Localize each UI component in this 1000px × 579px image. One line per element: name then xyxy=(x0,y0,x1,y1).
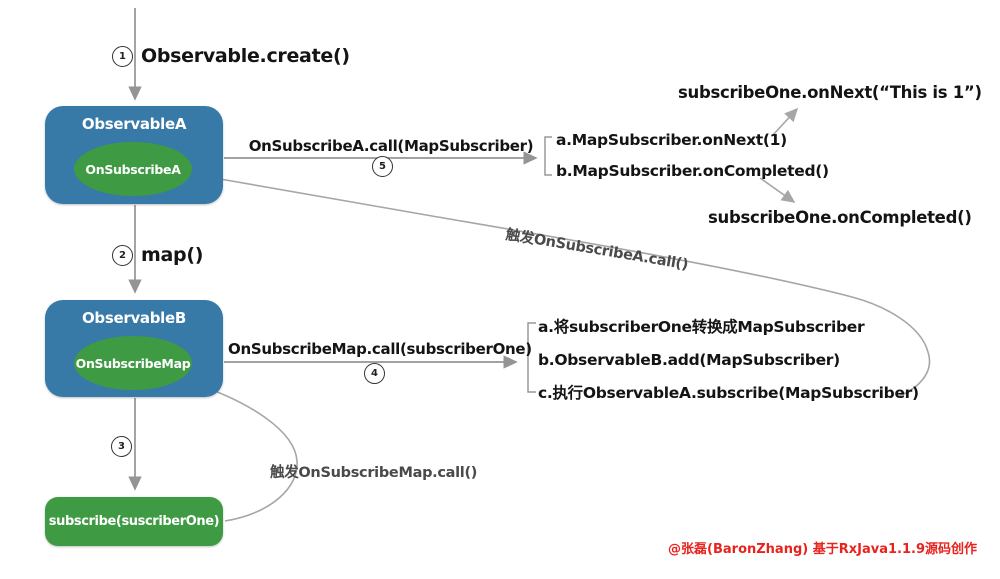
bracket-groupA xyxy=(544,136,552,176)
step-2-label: map() xyxy=(141,244,204,266)
onsubscribemap-ellipse: OnSubscribeMap xyxy=(74,336,192,390)
subscribe-label: subscribe(suscriberOne) xyxy=(48,514,220,529)
onsubscribemap-label: OnSubscribeMap xyxy=(75,355,191,371)
node-observableA: ObservableA OnSubscribeA xyxy=(45,106,223,204)
callout-mapsubscriber-oncompleted: b.MapSubscriber.onCompleted() xyxy=(556,162,829,180)
step-5-badge: 5 xyxy=(372,156,393,177)
credit-text: @张磊(BaronZhang) 基于RxJava1.1.9源码创作 xyxy=(668,542,977,557)
step-1-badge: 1 xyxy=(112,46,133,67)
step-4-label: OnSubscribeMap.call(subscriberOne) xyxy=(228,340,532,358)
arrow-oncompleted-result xyxy=(759,177,796,203)
onsubscribeA-ellipse: OnSubscribeA xyxy=(74,142,192,196)
callout-convert-subscriber: a.将subscriberOne转换成MapSubscriber xyxy=(538,318,865,336)
callout-mapsubscriber-onnext: a.MapSubscriber.onNext(1) xyxy=(556,131,787,149)
node-subscribe: subscribe(suscriberOne) xyxy=(45,497,223,546)
bracket-groupB xyxy=(527,322,536,393)
curve-trigger-onsubscribeA xyxy=(201,171,931,398)
step-5-label: OnSubscribeA.call(MapSubscriber) xyxy=(248,137,534,155)
annotation-trigger-onsubscribemap: 触发OnSubscribeMap.call() xyxy=(270,465,478,481)
onsubscribeA-label: OnSubscribeA xyxy=(85,161,181,177)
step-2-badge: 2 xyxy=(112,245,133,266)
callout-subscribeone-onnext: subscribeOne.onNext(“This is 1”) xyxy=(678,83,982,102)
curve-trigger-onsubscribemap xyxy=(191,380,298,522)
step-3-badge: 3 xyxy=(111,436,132,457)
observableB-title: ObservableB xyxy=(81,309,187,327)
arrow-onnext-result xyxy=(771,107,799,137)
callout-subscribeone-oncompleted: subscribeOne.onCompleted() xyxy=(708,208,972,227)
step-1-label: Observable.create() xyxy=(141,45,350,67)
node-observableB: ObservableB OnSubscribeMap xyxy=(45,300,223,397)
callout-observableB-add: b.ObservableB.add(MapSubscriber) xyxy=(538,351,840,369)
observableA-title: ObservableA xyxy=(81,115,187,133)
step-4-badge: 4 xyxy=(364,363,385,384)
callout-observableA-subscribe: c.执行ObservableA.subscribe(MapSubscriber) xyxy=(538,384,919,402)
